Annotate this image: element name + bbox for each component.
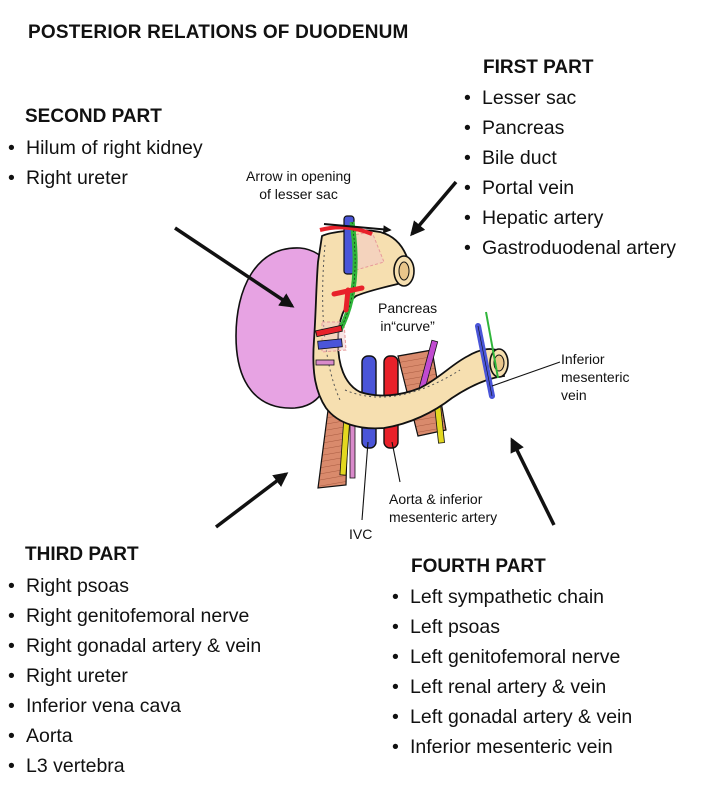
fourth-part-list: Left sympathetic chain Left psoas Left g… [390, 582, 632, 762]
second-part-heading: SECOND PART [25, 106, 162, 127]
first-part-list: Lesser sac Pancreas Bile duct Portal vei… [462, 83, 676, 263]
list-item: Left renal artery & vein [390, 672, 632, 702]
list-item: Hepatic artery [462, 203, 676, 233]
label-line: mesenteric [561, 369, 630, 385]
arrow-second-part [174, 226, 295, 308]
label-line: Inferior [561, 351, 605, 367]
third-part-list: Right psoas Right genitofemoral nerve Ri… [6, 571, 261, 781]
list-item: Left genitofemoral nerve [390, 642, 632, 672]
fourth-part-heading: FOURTH PART [411, 556, 546, 577]
right-gonadal-vessel [349, 419, 356, 479]
arrow-lesser-sac [323, 223, 392, 234]
label-line: of lesser sac [259, 186, 338, 202]
label-line: Pancreas [378, 300, 438, 316]
right-ureter [315, 359, 335, 366]
list-item: Left psoas [390, 612, 632, 642]
list-item: Pancreas [462, 113, 676, 143]
list-item: Right ureter [6, 661, 261, 691]
list-item: Lesser sac [462, 83, 676, 113]
first-part-heading: FIRST PART [483, 57, 594, 78]
ivc-label: IVC [349, 526, 373, 542]
label-line: in“curve” [380, 318, 435, 334]
ivc-leader-line [361, 441, 369, 521]
list-item: Right ureter [6, 163, 203, 193]
label-line: Arrow in opening [246, 168, 352, 184]
list-item: Bile duct [462, 143, 676, 173]
list-item: Aorta [6, 721, 261, 751]
gastroduodenal-artery [331, 285, 365, 313]
list-item: Gastroduodenal artery [462, 233, 676, 263]
lesser-sac-label: Arrow in opening of lesser sac [246, 167, 351, 203]
pancreas-label: Pancreas in“curve” [378, 299, 437, 335]
list-item: Right genitofemoral nerve [6, 601, 261, 631]
arrow-fourth-part [510, 437, 556, 526]
imv-label: Inferior mesenteric vein [561, 350, 629, 404]
list-item: Right psoas [6, 571, 261, 601]
aorta-leader-line [391, 441, 401, 483]
label-line: vein [561, 387, 587, 403]
list-item: Portal vein [462, 173, 676, 203]
duodenum-first-part-lumen [398, 261, 410, 281]
second-part-list: Hilum of right kidney Right ureter [6, 133, 203, 193]
arrow-first-part [410, 180, 458, 237]
third-part-heading: THIRD PART [25, 544, 139, 565]
imv-leader-line [491, 361, 561, 387]
right-renal-artery [315, 324, 343, 338]
aorta-label: Aorta & inferior mesenteric artery [389, 490, 497, 526]
list-item: Left gonadal artery & vein [390, 702, 632, 732]
label-line: mesenteric artery [389, 509, 498, 525]
list-item: Hilum of right kidney [6, 133, 203, 163]
hepatic-artery [319, 225, 373, 236]
right-renal-vein [317, 338, 343, 350]
list-item: Inferior vena cava [6, 691, 261, 721]
list-item: Right gonadal artery & vein [6, 631, 261, 661]
page-title: POSTERIOR RELATIONS OF DUODENUM [28, 22, 409, 43]
list-item: Inferior mesenteric vein [390, 732, 632, 762]
arrow-third-part [214, 472, 289, 529]
list-item: L3 vertebra [6, 751, 261, 781]
label-line: Aorta & inferior [389, 491, 483, 507]
list-item: Left sympathetic chain [390, 582, 632, 612]
